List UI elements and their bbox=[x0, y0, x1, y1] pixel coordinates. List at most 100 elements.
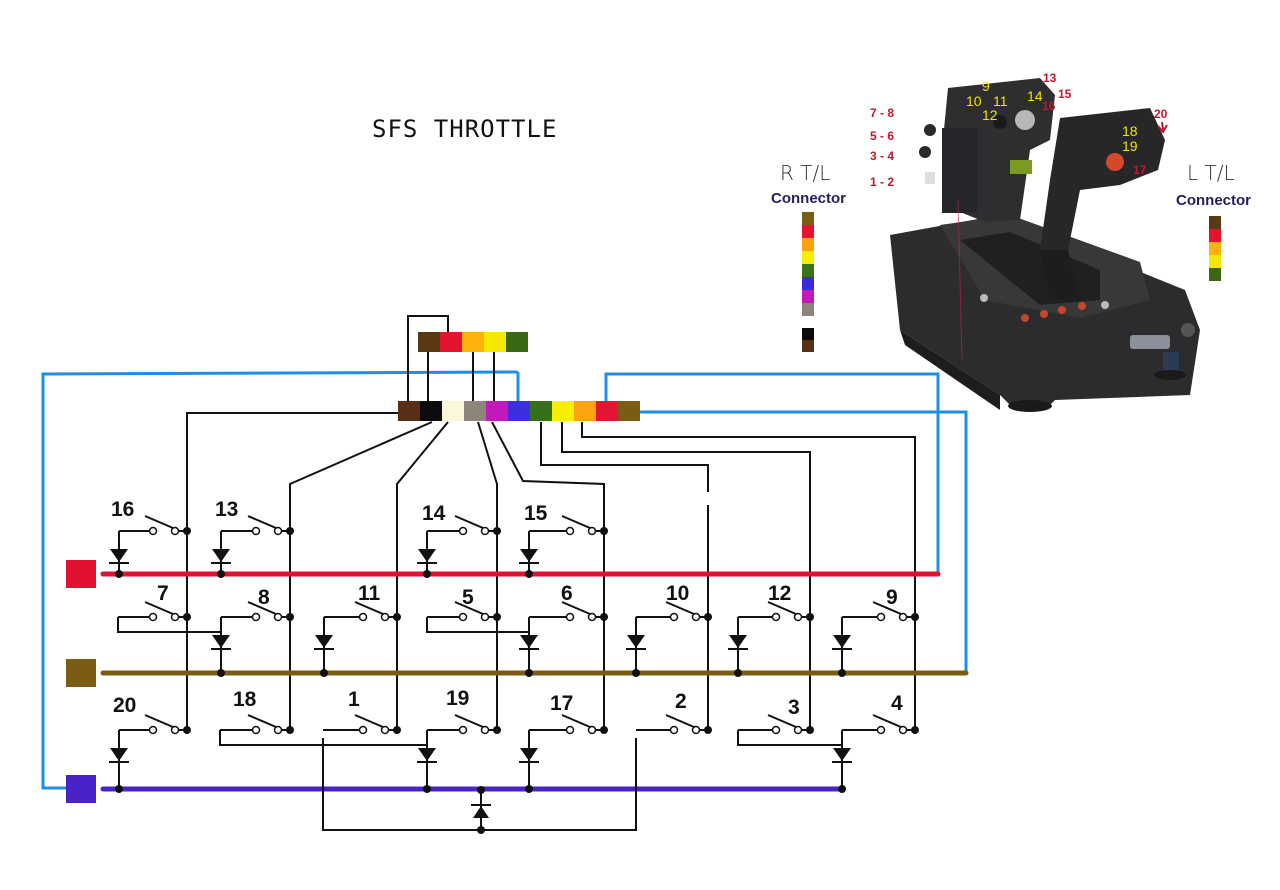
legend-left-pin bbox=[1209, 242, 1221, 255]
diode-icon bbox=[833, 635, 851, 648]
switch-12: 12 bbox=[728, 582, 814, 677]
legend-left-pin bbox=[1209, 229, 1221, 242]
switch-label: 9 bbox=[886, 586, 898, 609]
legend-right-pin bbox=[802, 238, 814, 251]
photo-label-18: 18 bbox=[1122, 123, 1138, 139]
diode-icon bbox=[520, 549, 538, 562]
throttle-photo: 9 10 11 12 14 18 19 13 15 16 17 20 7 - 8… bbox=[870, 71, 1200, 412]
switch-7: 7 bbox=[117, 582, 221, 633]
photo-label-3-4: 3 - 4 bbox=[870, 149, 894, 163]
switch-2: 2 bbox=[636, 690, 712, 735]
photo-label-9: 9 bbox=[982, 78, 990, 94]
top-connector-pin bbox=[418, 332, 440, 352]
blue-wires bbox=[41, 370, 968, 790]
legend-left-pin bbox=[1209, 216, 1221, 229]
switch-label: 10 bbox=[666, 582, 689, 605]
switch-label: 11 bbox=[358, 582, 381, 605]
main-connector-pin bbox=[574, 401, 596, 421]
legend-right-pin bbox=[802, 212, 814, 225]
photo-label-1-2: 1 - 2 bbox=[870, 175, 894, 189]
switch-20: 20 bbox=[109, 694, 191, 793]
main-connector-pin bbox=[398, 401, 420, 421]
photo-label-12: 12 bbox=[982, 107, 998, 123]
diode-icon bbox=[473, 806, 489, 818]
diode-icon bbox=[110, 549, 128, 562]
legend-right-pin bbox=[802, 290, 814, 303]
legend-right-pin bbox=[802, 251, 814, 264]
switch-19: 19 bbox=[417, 687, 501, 793]
switch-13: 13 bbox=[211, 498, 294, 578]
switch-18: 18 bbox=[219, 688, 427, 746]
photo-label-19: 19 bbox=[1122, 138, 1138, 154]
legend-right-extra-pin bbox=[802, 328, 814, 340]
top-connector bbox=[418, 332, 528, 352]
diode-icon bbox=[110, 748, 128, 761]
photo-label-11: 11 bbox=[993, 93, 1008, 109]
switch-14: 14 bbox=[417, 502, 501, 578]
arrow-head-icon bbox=[1157, 124, 1168, 134]
photo-label-5-6: 5 - 6 bbox=[870, 129, 894, 143]
main-connector-pin bbox=[442, 401, 464, 421]
switch-label: 5 bbox=[462, 586, 474, 609]
legend-left-subtitle: Connector bbox=[1176, 192, 1251, 209]
bottom-diode-loop bbox=[322, 738, 637, 834]
photo-label-10: 10 bbox=[966, 93, 982, 109]
legend-right-subtitle: Connector bbox=[771, 190, 846, 207]
switch-label: 17 bbox=[550, 692, 573, 715]
switch-label: 14 bbox=[422, 502, 446, 525]
switch-17: 17 bbox=[519, 692, 608, 793]
photo-label-7-8: 7 - 8 bbox=[870, 106, 894, 120]
main-connector-pin bbox=[552, 401, 574, 421]
legend-left-pin bbox=[1209, 268, 1221, 281]
switch-label: 15 bbox=[524, 502, 548, 525]
diode-icon bbox=[729, 635, 747, 648]
legend-right-title: R T/L bbox=[780, 161, 830, 185]
row-buses bbox=[66, 560, 969, 803]
switch-4: 4 bbox=[832, 692, 919, 793]
switch-label: 13 bbox=[215, 498, 238, 521]
switch-1: 1 bbox=[323, 688, 401, 735]
main-connector bbox=[398, 401, 640, 421]
diode-icon bbox=[212, 635, 230, 648]
top-connector-pin bbox=[506, 332, 528, 352]
legend-left-pin bbox=[1209, 255, 1221, 268]
switch-label: 18 bbox=[233, 688, 257, 711]
photo-label-17: 17 bbox=[1133, 163, 1147, 177]
photo-label-15: 15 bbox=[1058, 87, 1072, 101]
top-connector-pin bbox=[440, 332, 462, 352]
row-brown-terminal bbox=[66, 659, 96, 687]
switch-16: 16 bbox=[109, 498, 191, 578]
switch-label: 1 bbox=[348, 688, 360, 711]
arrow-icon bbox=[1161, 121, 1164, 131]
switch-label: 7 bbox=[157, 582, 169, 605]
main-connector-pin bbox=[530, 401, 552, 421]
diode-icon bbox=[520, 748, 538, 761]
diode-icon bbox=[315, 635, 333, 648]
legend-left-title: L T/L bbox=[1187, 161, 1235, 185]
main-connector-pin bbox=[420, 401, 442, 421]
legend-right-pin bbox=[802, 225, 814, 238]
main-connector-pin bbox=[596, 401, 618, 421]
switch-10: 10 bbox=[626, 582, 712, 677]
switch-3: 3 bbox=[737, 696, 842, 746]
main-connector-pin bbox=[618, 401, 640, 421]
photo-label-14: 14 bbox=[1027, 88, 1043, 104]
switch-6: 6 bbox=[519, 582, 608, 677]
switch-5: 5 bbox=[426, 586, 529, 633]
main-connector-pin bbox=[486, 401, 508, 421]
diode-icon bbox=[627, 635, 645, 648]
main-connector-pin bbox=[464, 401, 486, 421]
diode-icon bbox=[833, 748, 851, 761]
switch-11: 11 bbox=[314, 582, 401, 677]
legend-right-pin bbox=[802, 264, 814, 277]
black-wires bbox=[186, 315, 916, 732]
switch-15: 15 bbox=[519, 502, 608, 578]
row-purple-terminal bbox=[66, 775, 96, 803]
switch-label: 20 bbox=[113, 694, 136, 717]
switch-8: 8 bbox=[211, 586, 294, 677]
switch-label: 12 bbox=[768, 582, 791, 605]
legend-left-connector: L T/L Connector bbox=[1176, 161, 1251, 281]
photo-label-16: 16 bbox=[1042, 99, 1056, 113]
